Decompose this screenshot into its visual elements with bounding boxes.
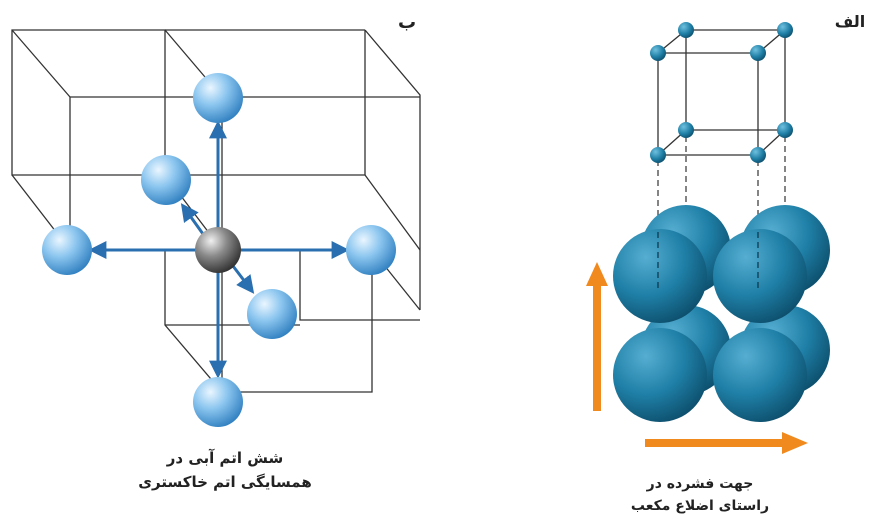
- neighbor-arrows: [88, 120, 350, 379]
- caption-panel-a: جهت فشرده در راستای اضلاع مکعب: [615, 473, 785, 517]
- caption-b-line2: همسایگی اتم خاکستری: [138, 473, 312, 491]
- orange-arrow-horizontal: [645, 439, 785, 447]
- arrow-front: [231, 265, 255, 294]
- close-packed-arrows: [586, 262, 808, 454]
- caption-b-line1: شش اتم آبی در: [166, 449, 284, 467]
- cell-atoms: [650, 22, 793, 163]
- blue-atom-back: [141, 155, 191, 205]
- caption-a-line2: راستای اضلاع مکعب: [630, 498, 770, 514]
- blue-atom-left: [42, 225, 92, 275]
- caption-panel-b: شش اتم آبی در همسایگی اتم خاکستری: [125, 446, 325, 494]
- blue-atoms: [42, 73, 396, 427]
- orange-arrow-vertical: [593, 283, 601, 411]
- panel-label-a: الف: [834, 12, 866, 31]
- orange-arrowhead-up: [586, 262, 608, 286]
- caption-a-line1: جهت فشرده در: [646, 476, 754, 492]
- projection-lines-front: [657, 232, 759, 292]
- gray-center-atom: [195, 227, 241, 273]
- blue-atom-front: [247, 289, 297, 339]
- arrow-back: [180, 203, 205, 235]
- blue-atom-bottom: [193, 377, 243, 427]
- orange-arrowhead-right: [782, 432, 808, 454]
- unit-cell-a: [657, 29, 786, 156]
- blue-atom-top: [193, 73, 243, 123]
- blue-atom-right: [346, 225, 396, 275]
- panel-label-b: ب: [397, 12, 417, 33]
- packed-spheres: [613, 205, 830, 422]
